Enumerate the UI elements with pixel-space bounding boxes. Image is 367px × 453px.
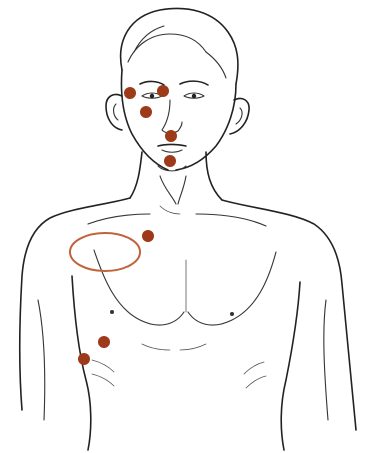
marker-ellipse-outline — [70, 233, 140, 271]
torso-outline — [20, 198, 356, 450]
marker-dot — [157, 85, 169, 97]
chest-muscles — [94, 250, 276, 325]
head-outline — [121, 8, 238, 170]
marker-dot — [142, 230, 154, 242]
marker-dot — [165, 130, 177, 142]
marker-layer — [78, 85, 177, 365]
marker-dot — [78, 353, 90, 365]
mouth — [158, 145, 186, 153]
marker-dot — [98, 336, 110, 348]
marker-dot — [124, 87, 136, 99]
marker-dot — [140, 106, 152, 118]
eyebrows — [140, 81, 208, 85]
eyes — [142, 93, 204, 98]
nose — [162, 100, 182, 133]
marker-dot — [164, 155, 176, 167]
abdomen-ribs — [92, 344, 266, 388]
neck — [130, 152, 222, 204]
clavicles — [88, 206, 266, 226]
ear-left — [106, 94, 122, 130]
ear-right — [230, 98, 249, 134]
outline-layer — [70, 233, 140, 271]
